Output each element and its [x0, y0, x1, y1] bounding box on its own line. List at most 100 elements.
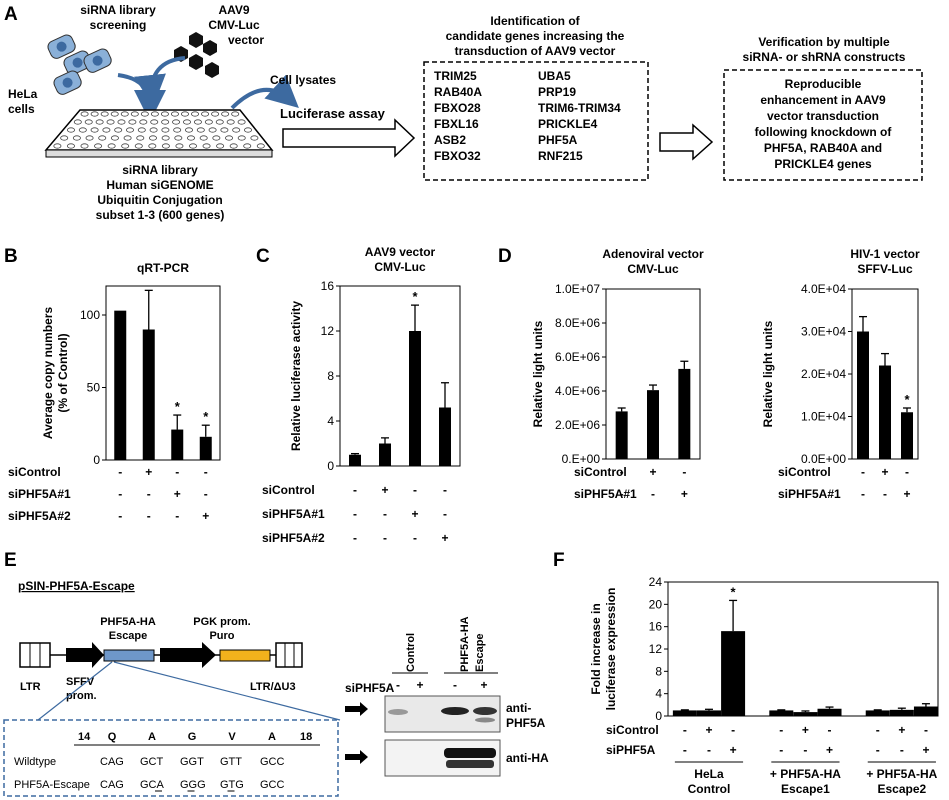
sequence-box	[3, 719, 339, 797]
svg-text:AAV9: AAV9	[218, 3, 249, 17]
condition-sign: +	[898, 723, 905, 737]
condition-label: siPHF5A#1	[778, 487, 841, 501]
panel-label-e: E	[4, 550, 17, 571]
y-tick-label: 20	[649, 597, 663, 611]
construct-name: pSIN-PHF5A-Escape	[18, 579, 135, 593]
panel-label-f: F	[553, 550, 565, 571]
condition-sign: -	[883, 487, 887, 501]
well-icon	[130, 111, 139, 117]
well-icon	[94, 143, 103, 149]
hela-cells-icon	[47, 34, 112, 95]
well-icon	[161, 119, 170, 125]
well-icon	[149, 127, 158, 133]
condition-sign: -	[175, 509, 179, 523]
well-icon	[170, 111, 179, 117]
y-tick-label: 4	[327, 414, 334, 428]
vector-label: AAV9 CMV-Luc vector	[208, 3, 264, 47]
significance-mark: *	[412, 289, 418, 304]
y-tick-label: 1.0E+07	[555, 282, 600, 296]
y-tick-label: 1.0E+04	[801, 410, 846, 424]
hela-label: HeLa cells	[8, 87, 38, 116]
well-icon	[150, 119, 159, 125]
amino-acid: A	[268, 731, 276, 743]
condition-sign: +	[922, 743, 929, 757]
well-icon	[221, 111, 230, 117]
well-icon	[126, 127, 135, 133]
svg-text:transduction of AAV9 vector: transduction of AAV9 vector	[455, 44, 616, 58]
condition-sign: -	[731, 723, 735, 737]
svg-text:subset 1-3 (600 genes): subset 1-3 (600 genes)	[96, 208, 225, 222]
bar	[142, 329, 155, 460]
y-tick-label: 0	[93, 453, 100, 467]
bar	[199, 436, 212, 460]
condition-sign: +	[903, 487, 910, 501]
codon-wt: GCT	[140, 756, 164, 768]
svg-text:-: -	[453, 678, 457, 692]
well-icon	[67, 127, 76, 133]
bar	[879, 365, 891, 459]
well-icon	[148, 143, 157, 149]
group-label: Control	[688, 782, 731, 796]
chart-title: CMV-Luc	[374, 260, 426, 274]
condition-sign: -	[861, 487, 865, 501]
svg-text:+: +	[480, 678, 487, 692]
condition-sign: -	[118, 465, 122, 479]
condition-sign: -	[876, 723, 880, 737]
y-tick-label: 8.0E+06	[555, 316, 600, 330]
candidate-genes-box	[423, 61, 649, 181]
significance-mark: *	[731, 584, 737, 599]
well-icon	[72, 135, 81, 141]
well-icon	[66, 143, 75, 149]
well-icon	[107, 143, 116, 149]
lysate-arrow-icon	[230, 74, 299, 110]
well-icon	[229, 143, 238, 149]
condition-sign: -	[803, 743, 807, 757]
svg-text:Identification of: Identification of	[490, 14, 580, 28]
svg-text:Verification by multiple: Verification by multiple	[758, 35, 890, 49]
well-icon	[80, 143, 89, 149]
cells-arrow-icon	[117, 73, 166, 122]
condition-sign: -	[383, 507, 387, 521]
gene-name: PRICKLE4	[538, 117, 598, 131]
seq-index: 18	[300, 731, 312, 743]
svg-text:siRNA library: siRNA library	[80, 3, 156, 17]
svg-text:Control: Control	[405, 633, 417, 672]
well-icon	[98, 135, 107, 141]
condition-sign: +	[705, 723, 712, 737]
codon-wt: GGT	[180, 756, 204, 768]
svg-text:HeLa: HeLa	[8, 87, 38, 101]
plot-frame	[667, 581, 939, 717]
y-axis-label: Relative luciferase activity	[289, 301, 303, 451]
bar	[379, 443, 391, 466]
well-icon	[78, 127, 87, 133]
condition-sign: -	[204, 465, 208, 479]
wildtype-label: Wildtype	[14, 756, 56, 768]
svg-text:Puro: Puro	[209, 630, 234, 642]
bar	[439, 407, 451, 466]
chart-title: HIV-1 vector	[850, 247, 920, 261]
well-icon	[95, 119, 104, 125]
condition-label: siControl	[574, 465, 627, 479]
well-icon	[191, 111, 200, 117]
svg-text:PHF5A: PHF5A	[506, 716, 546, 730]
gene-name: FBXL16	[434, 117, 479, 131]
bar	[913, 706, 938, 716]
codon-escape: GTG	[220, 779, 244, 791]
plot-frame	[105, 285, 221, 461]
condition-sign: +	[145, 465, 152, 479]
verification-line: vector transduction	[767, 109, 879, 123]
chart-title: Adenoviral vector	[602, 247, 704, 261]
well-icon	[106, 119, 115, 125]
condition-sign: -	[353, 483, 357, 497]
library-label: siRNA library Human siGENOME Ubiquitin C…	[96, 163, 225, 222]
y-axis-label: luciferase expression	[604, 588, 618, 711]
well-icon	[140, 111, 149, 117]
y-tick-label: 16	[649, 620, 663, 634]
well-icon	[123, 135, 132, 141]
svg-text:siRNA- or shRNA constructs: siRNA- or shRNA constructs	[743, 50, 906, 64]
condition-label: siControl	[262, 483, 315, 497]
svg-text:siRNA library: siRNA library	[122, 163, 198, 177]
